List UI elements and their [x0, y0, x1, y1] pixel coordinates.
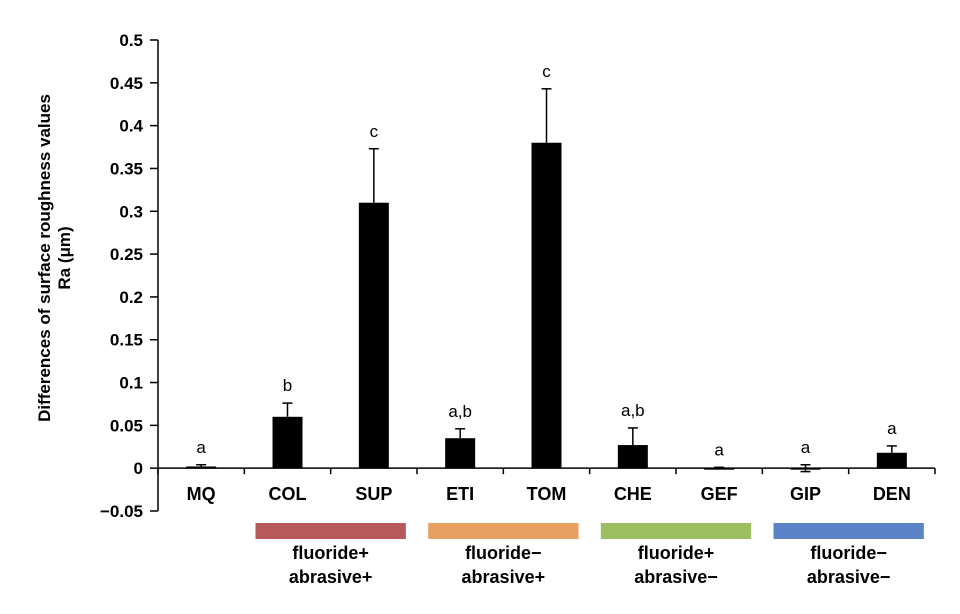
- y-tick-label: −0.05: [100, 502, 143, 521]
- y-tick-label: 0.35: [110, 159, 143, 178]
- y-axis-title-line2: Ra (μm): [55, 226, 74, 289]
- x-tick-label: GIP: [790, 484, 821, 504]
- group-band: [255, 523, 406, 539]
- bar: [531, 142, 562, 469]
- significance-label: a,b: [448, 402, 472, 421]
- significance-label: a: [196, 438, 206, 457]
- group-label-line1: fluoride−: [465, 543, 542, 563]
- y-axis-title-line1: Differences of surface roughness values: [35, 94, 54, 422]
- y-tick-label: 0.5: [119, 31, 143, 50]
- bar: [617, 445, 648, 469]
- x-tick-label: SUP: [355, 484, 392, 504]
- x-tick-label: ETI: [446, 484, 474, 504]
- y-tick-label: 0.15: [110, 331, 143, 350]
- y-tick-label: 0.4: [119, 117, 143, 136]
- bar: [272, 416, 303, 469]
- group-label-line2: abrasive−: [807, 567, 891, 587]
- y-tick-label: 0.1: [119, 374, 143, 393]
- y-tick-label: 0.05: [110, 416, 143, 435]
- y-tick-label: 0.25: [110, 245, 143, 264]
- group-label-line2: abrasive+: [462, 567, 546, 587]
- x-tick-label: TOM: [527, 484, 567, 504]
- y-axis: −0.05 0 0.05 0.1 0.15 0.2 0.25 0.3 0.35 0.4 0.45 0.…: [100, 31, 159, 521]
- significance-label: a: [714, 440, 724, 459]
- x-tick-label: MQ: [187, 484, 216, 504]
- x-tick-label: DEN: [873, 484, 911, 504]
- significance-label: c: [542, 62, 551, 81]
- group-label-line2: abrasive+: [289, 567, 373, 587]
- significance-label: b: [283, 376, 292, 395]
- bars: a b c a,b c a,b a a a: [186, 62, 907, 473]
- significance-label: c: [370, 122, 379, 141]
- group-label-line1: fluoride+: [638, 543, 715, 563]
- y-axis-title: Differences of surface roughness values …: [35, 94, 74, 422]
- group-label-line1: fluoride+: [292, 543, 369, 563]
- bar: [445, 438, 476, 469]
- x-tick-label: CHE: [614, 484, 652, 504]
- bar: [358, 202, 389, 469]
- group-label-line2: abrasive−: [634, 567, 718, 587]
- bar: [186, 466, 217, 469]
- group-band: [773, 523, 924, 539]
- x-tick-label: GEF: [701, 484, 738, 504]
- group-band: [428, 523, 579, 539]
- group-band: [600, 523, 752, 539]
- y-tick-label: 0.45: [110, 74, 143, 93]
- significance-label: a: [801, 438, 811, 457]
- bar: [876, 452, 907, 469]
- group-legend: fluoride+ abrasive+ fluoride− abrasive+ fluo…: [255, 523, 924, 587]
- significance-label: a,b: [621, 401, 645, 420]
- x-axis: MQ COL SUP ETI TOM CHE GEF GIP DEN: [157, 467, 936, 504]
- significance-label: a: [887, 419, 897, 438]
- y-tick-label: 0: [134, 459, 143, 478]
- group-label-line1: fluoride−: [810, 543, 887, 563]
- y-tick-label: 0.3: [119, 202, 143, 221]
- y-tick-label: 0.2: [119, 288, 143, 307]
- x-tick-label: COL: [269, 484, 307, 504]
